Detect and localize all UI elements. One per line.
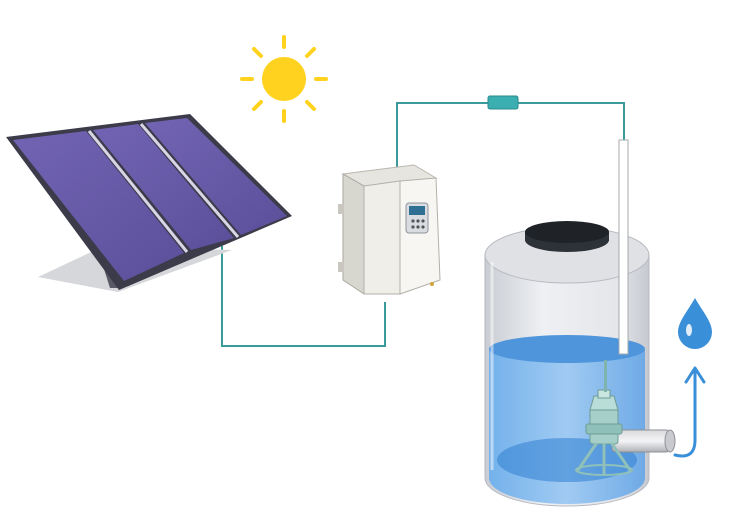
solar-cell bbox=[93, 124, 234, 250]
sensor-icon bbox=[618, 139, 629, 355]
inverter-icon bbox=[338, 164, 441, 295]
wire-connector bbox=[487, 95, 519, 110]
water-flow-arrow bbox=[673, 366, 706, 458]
solar-cell bbox=[13, 131, 184, 281]
solar-cell bbox=[145, 118, 287, 235]
solar-panel-icon bbox=[6, 114, 292, 292]
inverter-keypad bbox=[405, 202, 429, 234]
tank-water bbox=[489, 335, 645, 504]
wire-panel-to-inverter bbox=[221, 246, 386, 347]
submersible-pump-icon bbox=[575, 360, 676, 476]
sun-icon bbox=[240, 35, 328, 123]
water-drop-icon bbox=[678, 298, 712, 349]
wire-inverter-to-sensor bbox=[396, 102, 625, 168]
